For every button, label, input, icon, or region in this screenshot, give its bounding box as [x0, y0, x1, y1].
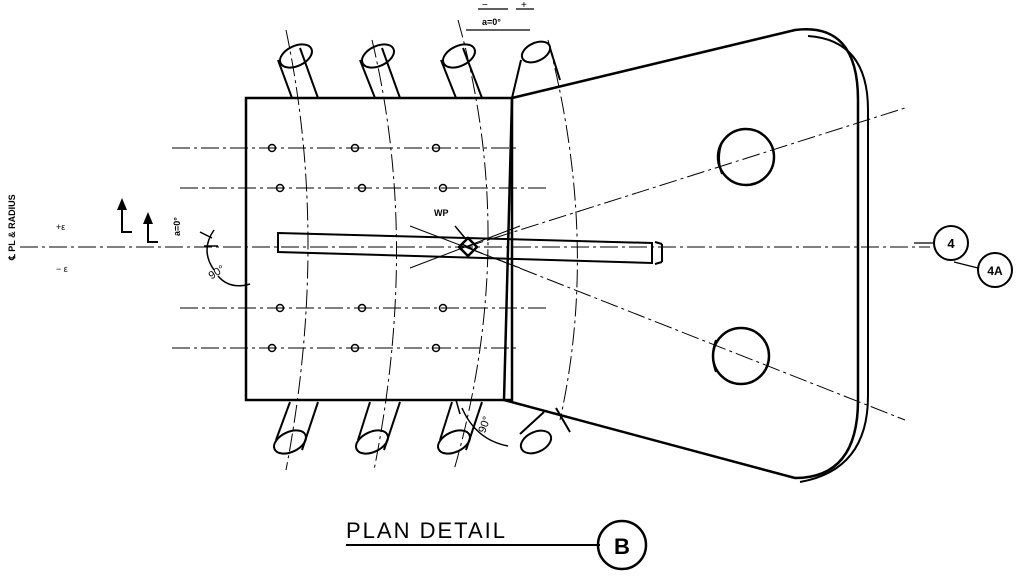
radius-arcs — [285, 19, 578, 471]
bolt-hole — [267, 343, 277, 353]
upper-tube-members — [277, 40, 561, 99]
wp-label: WP — [434, 208, 449, 218]
centerline-note: ℄ PL & RADIUS — [7, 194, 17, 261]
bolt-hole — [431, 143, 441, 153]
work-lines — [409, 107, 906, 421]
bolt-hole — [357, 183, 367, 193]
angle-90-bottom-marker — [455, 399, 509, 447]
detail-marker-label: B — [614, 534, 630, 559]
base-plate — [244, 96, 514, 402]
bolt-hole — [267, 143, 277, 153]
angle-90-left-label: 90° — [207, 263, 227, 282]
tube-top-1 — [277, 43, 319, 99]
bolt-hole — [357, 303, 367, 313]
bolt-hole — [350, 343, 360, 353]
tol-top-minus: − — [482, 0, 488, 11]
section-marker-4a-label: 4A — [987, 264, 1003, 278]
work-point-marker — [454, 225, 479, 258]
section-marker-4-label: 4 — [947, 236, 955, 251]
bolt-hole — [431, 343, 441, 353]
tube-bottom-1 — [273, 401, 319, 455]
slotted-member — [277, 231, 663, 265]
alpha-left-label: a=0° — [172, 217, 182, 236]
tube-bottom-2 — [355, 401, 401, 455]
tol-left-minus: − ε — [56, 264, 68, 274]
section-arrows — [117, 198, 158, 243]
tube-top-3 — [440, 43, 483, 99]
bolt-hole — [275, 303, 285, 313]
alpha-top-label: a=0° — [482, 17, 501, 27]
angle-90-bottom-label: 90° — [476, 415, 493, 435]
tol-left-plus: +ε — [56, 222, 65, 232]
lug-hole-upper — [716, 127, 776, 187]
bolt-hole — [275, 183, 285, 193]
lower-tube-members — [273, 401, 571, 455]
tube-bottom-4 — [519, 407, 571, 455]
tube-bottom-3 — [437, 401, 483, 455]
section-marker-4: 4 — [914, 225, 969, 261]
bolt-rows — [172, 143, 548, 353]
bolt-hole — [438, 183, 448, 193]
lug-plate — [502, 28, 869, 483]
title-block: PLAN DETAIL B — [346, 518, 648, 571]
lug-holes — [711, 127, 776, 386]
tube-top-2 — [359, 43, 401, 99]
bolt-hole — [438, 303, 448, 313]
bolt-hole — [350, 143, 360, 153]
section-marker-4a: 4A — [953, 252, 1013, 288]
plan-detail-title: PLAN DETAIL — [346, 518, 507, 543]
lug-hole-lower — [711, 326, 771, 386]
angle-90-left-marker — [199, 229, 251, 287]
alpha-top-dimension — [466, 8, 534, 31]
tol-top-plus: + — [521, 0, 527, 11]
